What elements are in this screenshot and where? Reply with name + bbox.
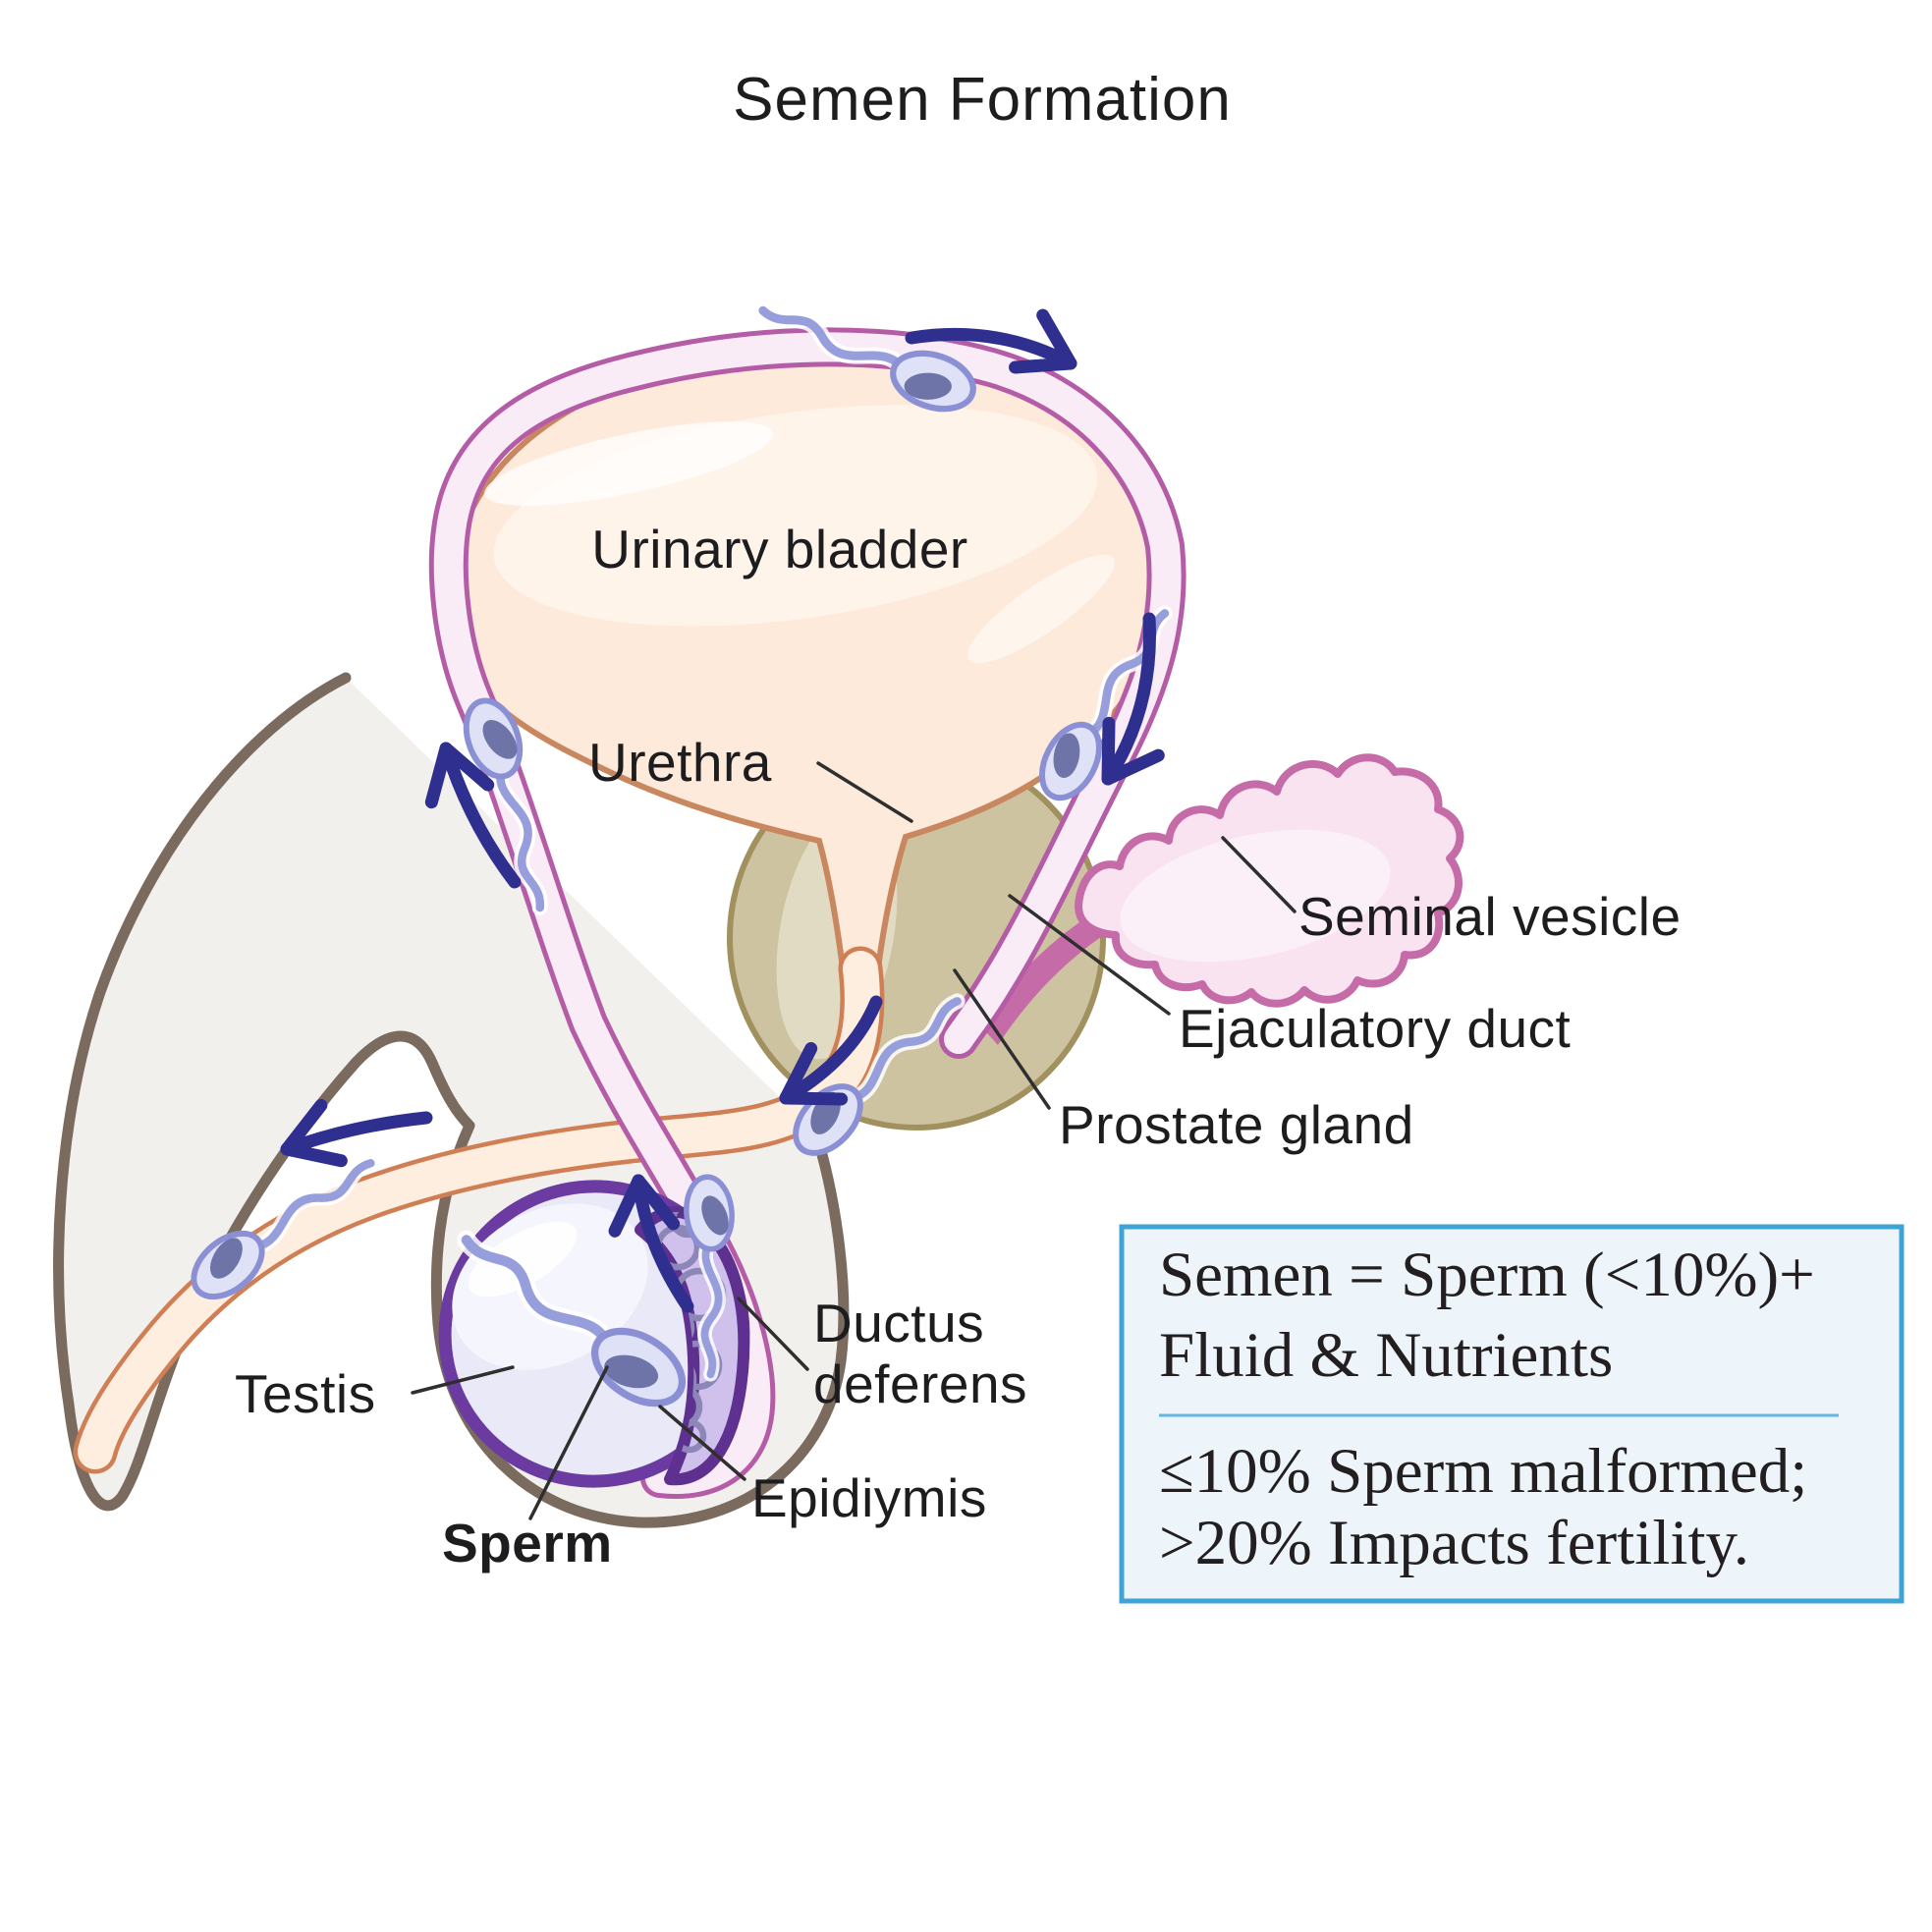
info-box-formula-line1: Semen = Sperm (<10%)+: [1159, 1240, 1815, 1310]
label-ductus-deferens-line1: Ductus: [813, 1293, 984, 1353]
label-urethra: Urethra: [588, 732, 772, 793]
seminal-vesicle-leader-line: [1221, 836, 1297, 913]
epididymis-leader-line: [658, 1405, 746, 1481]
testis-gloss: [468, 1221, 578, 1297]
label-prostate-gland: Prostate gland: [1059, 1094, 1414, 1155]
flow-arrow-right-down: [1083, 612, 1158, 795]
urinary-bladder-shape: [443, 337, 1167, 971]
bladder-gloss: [484, 421, 773, 506]
testis-leader-line: [411, 1365, 515, 1395]
info-box-formula-line2: Fluid & Nutrients: [1159, 1320, 1613, 1391]
label-seminal-vesicle: Seminal vesicle: [1298, 886, 1682, 947]
flow-arrow-left-up: [417, 740, 522, 889]
bladder-gloss-right: [967, 554, 1115, 664]
label-epididymis: Epidiymis: [751, 1467, 987, 1528]
label-urinary-bladder: Urinary bladder: [591, 519, 968, 580]
ductus-deferens-leader-line: [737, 1297, 809, 1371]
info-box-note-line1: ≤10% Sperm malformed;: [1159, 1436, 1807, 1507]
vesicle-inner-shade: [1120, 829, 1391, 963]
flow-arrow-top-right: [905, 315, 1084, 390]
sperm-leader-line: [528, 1365, 609, 1520]
info-box-note-line2: >20% Impacts fertility.: [1159, 1508, 1749, 1578]
flow-arrow-epididymis-up: [609, 1177, 694, 1313]
label-ejaculatory-duct: Ejaculatory duct: [1179, 998, 1571, 1059]
urethra-leader-line: [816, 761, 913, 823]
label-sperm: Sperm: [442, 1513, 613, 1573]
info-box: Semen = Sperm (<10%)+ Fluid & Nutrients …: [1119, 1224, 1904, 1604]
flow-arrow-mid-downleft: [771, 995, 883, 1124]
flow-arrow-penis-left: [277, 1105, 433, 1177]
body-outline: [53, 672, 850, 1528]
seminal-vesicle-shape: [1075, 753, 1464, 1008]
label-testis: Testis: [235, 1363, 376, 1424]
ejaculatory-duct-leader-line: [1008, 894, 1171, 1016]
page-title: Semen Formation: [733, 66, 1232, 134]
label-ductus-deferens-line2: deferens: [813, 1353, 1027, 1414]
prostate-leader-line: [953, 968, 1051, 1110]
